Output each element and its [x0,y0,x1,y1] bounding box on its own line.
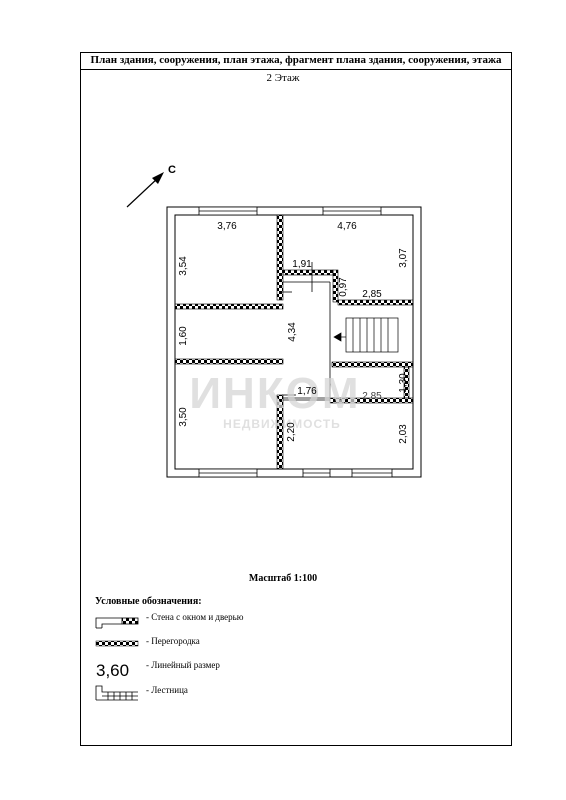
watermark-main: ИНКОМ [189,369,360,418]
dim-2-85-top: 2,85 [362,289,382,300]
dim-1-76: 1,76 [297,386,317,397]
interior-lines [280,262,331,401]
north-label: С [168,164,176,176]
exterior-walls [166,206,422,478]
dim-1-91: 1,91 [292,259,312,270]
dim-1-30: 1,30 [398,373,409,393]
dim-3-50: 3,50 [178,407,189,427]
drawing-frame [80,52,512,746]
legend-stairs-label: - Лестница [146,685,188,695]
drawing-title: План здания, сооружения, план этажа, фра… [80,52,512,70]
legend-wall-label: - Стена с окном и дверью [146,612,244,622]
partitions [174,214,414,470]
scale-label: Масштаб 1:100 [248,573,318,584]
dim-1-60: 1,60 [178,326,189,346]
legend-dimension-label: - Линейный размер [146,660,220,670]
dim-2-03: 2,03 [398,424,409,444]
stairs-icon [333,317,399,353]
dim-2-20: 2,20 [286,422,297,442]
legend-title: Условные обозначения: [95,596,202,607]
dim-3-54: 3,54 [178,256,189,276]
windows [198,206,393,478]
dim-4-76: 4,76 [337,221,357,232]
north-arrow-icon [126,172,164,208]
legend-partition-icon [95,640,139,647]
dim-3-76: 3,76 [217,221,237,232]
legend-wall-icon [95,617,139,629]
dim-3-07: 3,07 [398,248,409,268]
legend-partition-label: - Перегородка [146,636,200,646]
floor-label: 2 Этаж [266,72,300,84]
dim-2-85-bottom: 2,85 [362,391,382,402]
watermark-sub: НЕДВИЖИМОСТЬ [223,417,341,431]
legend-dimension-sample: 3,60 [96,661,129,680]
dim-4-34: 4,34 [287,322,298,342]
legend-stairs-icon [95,685,138,701]
dim-0-97: 0,97 [338,277,349,297]
